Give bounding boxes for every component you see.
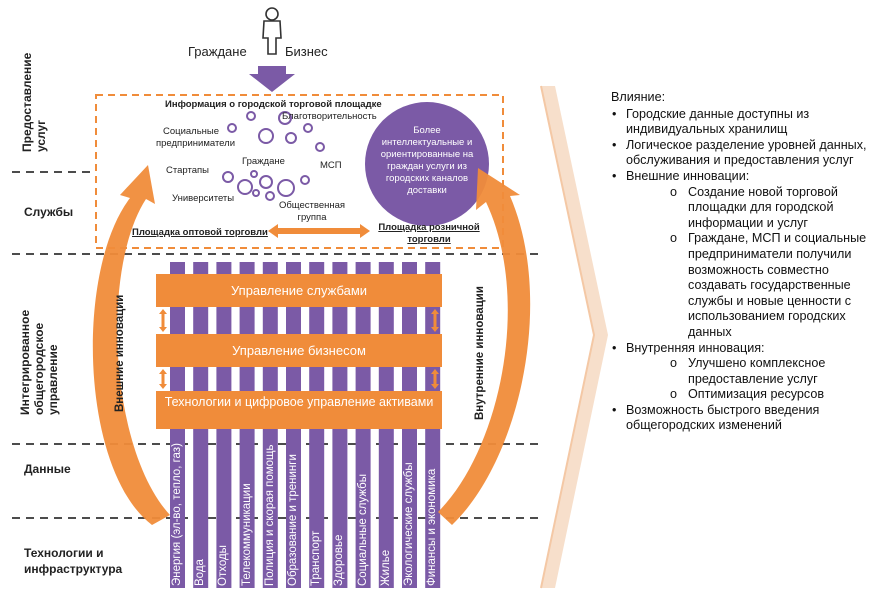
impact-item: Внутренняя инновация: — [611, 341, 886, 357]
column-label: Финансы и экономика — [426, 468, 439, 586]
label-universities: Университеты — [172, 193, 235, 204]
top-business-label: Бизнес — [285, 44, 328, 59]
layer-services: Службы — [24, 205, 74, 219]
person-icon — [262, 7, 282, 55]
impact-item: Возможность быстрого введения общегородс… — [611, 403, 886, 434]
column-label: Экологические службы — [403, 462, 415, 586]
impact-subitem: Оптимизация ресурсов — [611, 387, 886, 403]
impact-subitem: Граждане, МСП и социальные предпринимате… — [611, 231, 886, 340]
layer-service-delivery: Предоставление услуг — [20, 52, 48, 152]
smart-services-circle — [365, 102, 489, 226]
label-citizens: Граждане — [242, 156, 285, 167]
label-sme: МСП — [320, 160, 342, 171]
column-label: Телекоммуникации — [240, 483, 253, 586]
retail-label: Площадка розничной торговли — [378, 222, 480, 245]
marketplace-box — [95, 94, 504, 249]
layer-integrated: Интегрированное общегородское управление — [18, 309, 60, 415]
external-innovation-label: Внешние инновации — [114, 294, 126, 412]
column-label: Энергия (эл-во, тепло, газ) — [171, 443, 183, 586]
wholesale-label: Площадка оптовой торговли — [132, 227, 268, 238]
marketplace-title: Информация о городской торговой площадке — [165, 99, 382, 110]
column-label: Вода — [194, 559, 207, 586]
external-innovation-arrow — [92, 165, 170, 525]
band-services: Управление службами — [156, 274, 442, 307]
down-arrow — [249, 66, 295, 92]
internal-innovation-label: Внутренние инновации — [474, 286, 486, 420]
layer-tech: Технологии и инфраструктура — [24, 546, 123, 576]
label-community-group: Общественная группа — [278, 200, 346, 223]
column-label: Здоровье — [333, 534, 346, 586]
circle-text: Более интеллектуальные и ориентированные… — [380, 125, 474, 196]
big-chevron-arrow — [541, 86, 608, 588]
column-label: Образование и тренинги — [287, 454, 299, 586]
label-social-entrepreneurs: Социальные предприниматели — [156, 126, 236, 149]
label-startups: Стартапы — [166, 165, 209, 176]
column-label: Отходы — [217, 545, 230, 586]
band-tech: Технологии и цифровое управление активам… — [156, 391, 442, 429]
label-charity: Благотворительность — [282, 111, 377, 122]
double-arrow — [268, 224, 370, 238]
impact-item: Внешние инновации: — [611, 169, 886, 185]
band-business: Управление бизнесом — [156, 334, 442, 367]
updown-arrow — [159, 309, 167, 332]
updown-arrow — [159, 369, 167, 389]
impact-item: Логическое разделение уровней данных, об… — [611, 138, 886, 169]
internal-innovation-arrow — [438, 168, 531, 525]
band-connectors — [159, 309, 439, 389]
column-label: Социальные службы — [356, 473, 369, 586]
impact-panel: Влияние: Городские данные доступны из ин… — [611, 90, 886, 434]
bubbles — [222, 111, 325, 201]
updown-arrow — [431, 309, 439, 332]
impact-title: Влияние: — [611, 90, 666, 104]
impact-item: Городские данные доступны из индивидуаль… — [611, 107, 886, 138]
top-citizens-label: Граждане — [188, 44, 247, 59]
column-label: Полиция и скорая помощь — [263, 444, 276, 587]
impact-subitem: Улучшено комплексное предоставление услу… — [611, 356, 886, 387]
updown-arrow — [431, 369, 439, 389]
impact-subitem: Создание новой торговой площадки для гор… — [611, 185, 886, 232]
column-label: Жилье — [379, 549, 392, 586]
layer-data: Данные — [24, 462, 71, 476]
column-label: Транспорт — [310, 530, 323, 586]
